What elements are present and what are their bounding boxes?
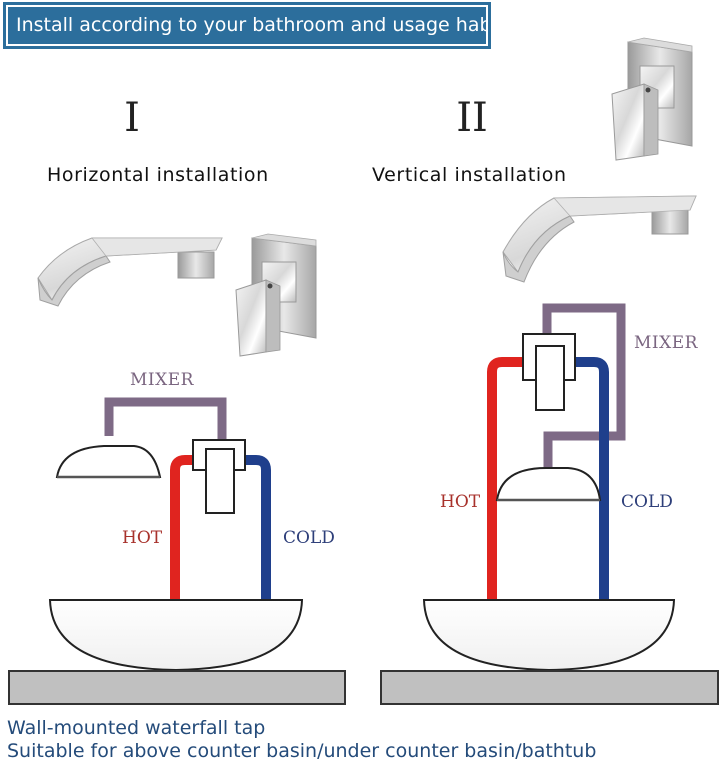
hot-label-2: HOT — [440, 492, 481, 512]
header-banner: Install according to your bathroom and u… — [3, 2, 491, 49]
wall-handle-product-1 — [235, 233, 317, 357]
cold-pipe-1 — [232, 455, 271, 600]
header-banner-text: Install according to your bathroom and u… — [6, 5, 488, 46]
footer-line-2: Suitable for above counter basin/under c… — [7, 740, 597, 762]
mixer-pipe-2 — [542, 303, 626, 470]
mixer-valve-1 — [192, 439, 246, 514]
waterfall-spout-product-2 — [502, 195, 697, 283]
panel-2-title: Vertical installation — [372, 164, 567, 186]
panel-2-numeral: II — [456, 95, 488, 141]
waterfall-spout-product-1 — [37, 237, 223, 307]
hot-pipe-2 — [487, 357, 528, 600]
panel-1-numeral: I — [124, 95, 140, 141]
cold-label-2: COLD — [621, 492, 673, 512]
mixer-pipe-1 — [104, 397, 227, 442]
basin-2 — [422, 599, 676, 672]
mixer-label-1: MIXER — [130, 370, 195, 390]
spout-outline-2 — [495, 467, 602, 501]
spout-outline-1 — [55, 445, 162, 478]
panel-1-title: Horizontal installation — [47, 164, 269, 186]
cold-label-1: COLD — [283, 528, 335, 548]
mixer-valve-2 — [522, 333, 576, 411]
hot-pipe-1 — [170, 455, 212, 600]
panel-horizontal: I Horizontal installation — [8, 95, 346, 705]
basin-1 — [48, 599, 304, 672]
hot-label-1: HOT — [122, 528, 163, 548]
cold-pipe-2 — [566, 357, 609, 600]
counter-2 — [380, 670, 719, 705]
panel-vertical: II Vertical installation — [372, 37, 719, 705]
footer-line-1: Wall-mounted waterfall tap — [7, 717, 266, 739]
mixer-label-2: MIXER — [634, 333, 699, 353]
counter-1 — [8, 670, 346, 705]
wall-handle-product-2 — [611, 37, 693, 161]
